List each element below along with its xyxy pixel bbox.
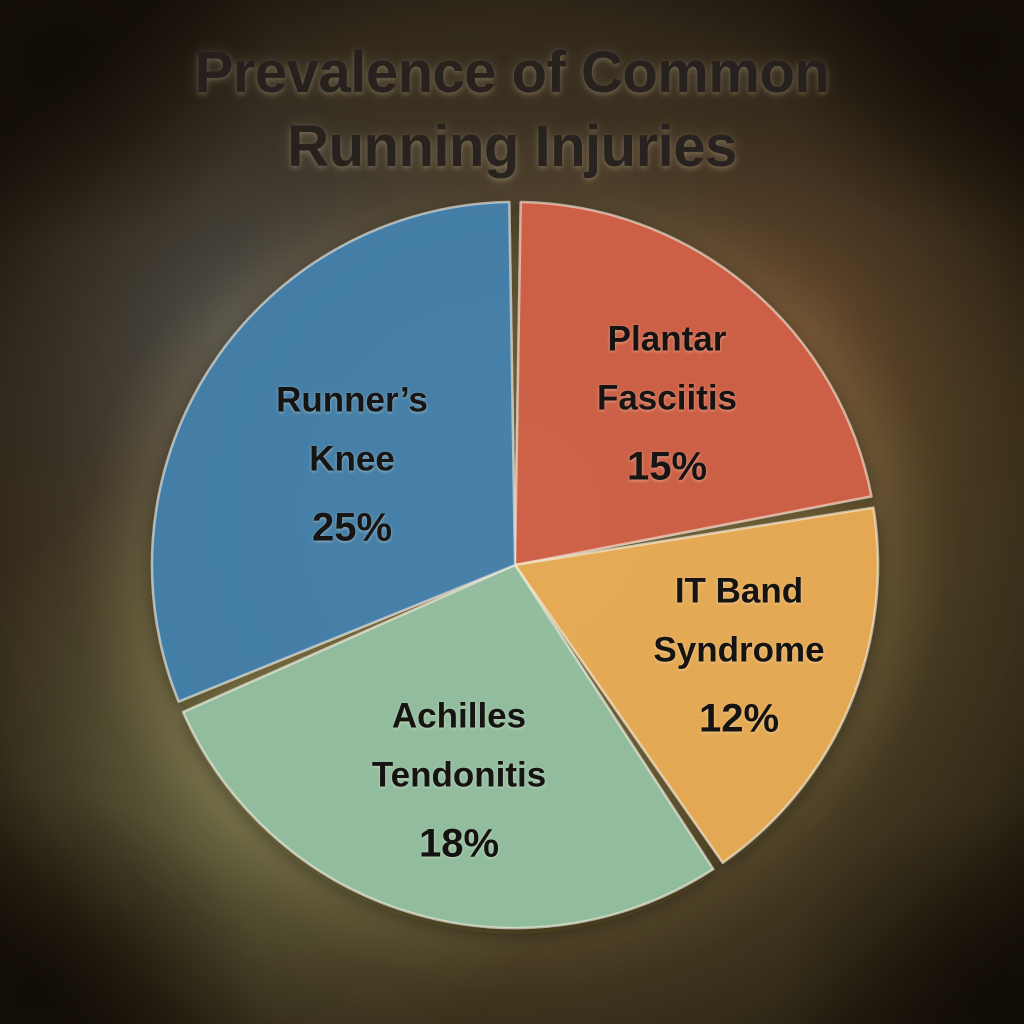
chart-title: Prevalence of Common Running Injuries (194, 40, 830, 180)
